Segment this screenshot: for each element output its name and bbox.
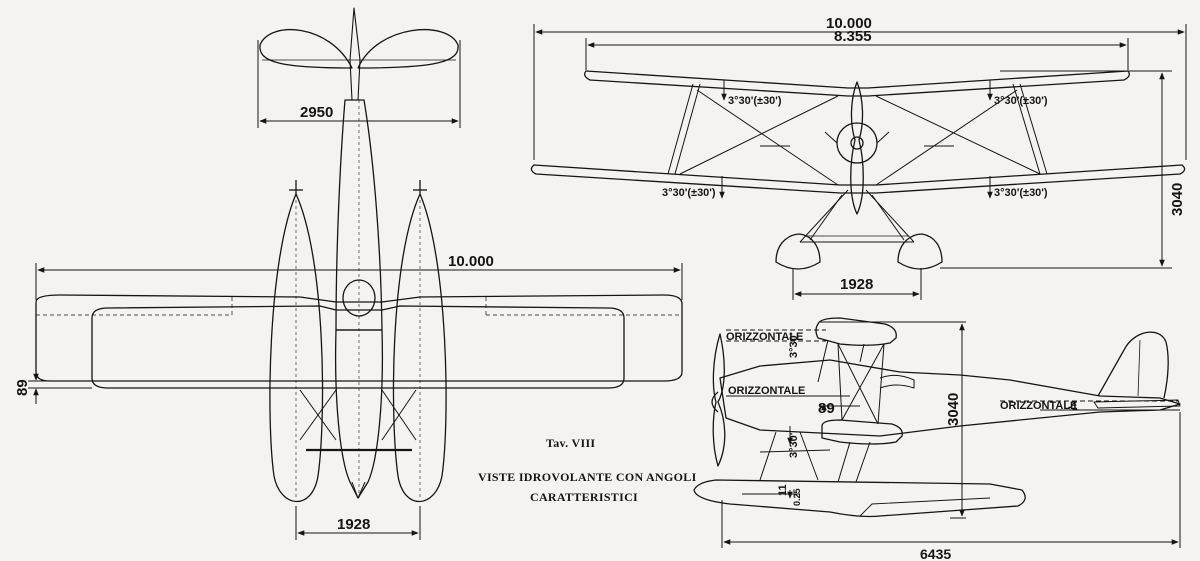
front-lower-span-label: 8.355	[834, 28, 872, 45]
side-height-label: 3040	[945, 393, 962, 426]
spinner-side	[711, 391, 719, 413]
float-struts-front	[799, 189, 915, 243]
plate-number: Tav. VIII	[546, 436, 595, 450]
top-view-labels: 2950 10.000 1928 89	[14, 104, 494, 533]
tailplane-right-lobe	[357, 28, 459, 69]
engine-cowling-front	[836, 122, 878, 164]
horizontal-ref-mid-label: ORIZZONTALE	[728, 385, 805, 397]
plate-title-line-1: VISTE IDROVOLANTE CON ANGOLI	[478, 470, 697, 484]
float-angle-b-label: 0.25	[792, 488, 802, 506]
upper-wing-side	[815, 317, 897, 346]
plate-title-line-2: CARATTERISTICI	[530, 490, 638, 504]
side-view-dimensions	[721, 321, 1181, 548]
side-view-labels: ORIZZONTALE ORIZZONTALE ORIZZONTALE -1 3…	[726, 331, 1078, 561]
float-angle-a-label: 11	[777, 484, 789, 496]
upper-incidence-label: 3°30'	[788, 332, 800, 358]
front-view-dimensions	[533, 24, 1187, 300]
top-wing-span-label: 10.000	[448, 253, 494, 270]
wing-chord-offset-label: 89	[14, 379, 31, 396]
float-side	[693, 479, 1026, 518]
float-struts-top	[299, 389, 417, 452]
dihedral-lower-right-label: 3°30'(±30')	[994, 187, 1048, 199]
front-overall-span-label: 10.000	[826, 15, 872, 32]
side-length-label: 6435	[920, 546, 951, 561]
top-view-dimensions	[28, 40, 683, 540]
horizontal-ref-upper-label: ORIZZONTALE	[726, 331, 803, 343]
lower-incidence-label: 3°30'	[788, 432, 800, 458]
dihedral-upper-left-label: 3°30'(±30')	[728, 95, 782, 107]
lower-wing-side	[821, 419, 903, 445]
cockpit-opening	[342, 279, 376, 317]
stagger-label: 89	[818, 400, 835, 417]
tailplane-side	[1093, 399, 1181, 409]
plate-caption: Tav. VIII VISTE IDROVOLANTE CON ANGOLI C…	[478, 436, 697, 504]
right-float-front	[897, 233, 943, 270]
propeller-front	[850, 81, 864, 215]
front-height-label: 3040	[1169, 183, 1186, 216]
left-float-top	[269, 193, 324, 503]
wing-struts-side	[817, 339, 885, 425]
left-float-front	[775, 233, 821, 270]
lower-wing-top	[91, 305, 625, 389]
rudder-top	[349, 7, 361, 101]
propeller-side	[712, 333, 726, 467]
right-float-top	[392, 193, 447, 503]
tail-incidence-label: -1	[1068, 401, 1078, 413]
front-view-labels: 10.000 8.355 3040 1928 3°30'(±30') 3°30'…	[662, 15, 1186, 293]
horizontal-ref-tail-label: ORIZZONTALE	[1000, 400, 1077, 412]
interplane-struts-front	[667, 83, 1048, 186]
fin-rudder-side	[1097, 331, 1169, 399]
upper-wing-top	[35, 294, 683, 382]
float-struts-side	[759, 431, 871, 483]
lower-wing-front	[530, 164, 1186, 194]
front-float-track-label: 1928	[840, 276, 873, 293]
top-view	[35, 7, 683, 503]
top-float-track-label: 1928	[337, 516, 370, 533]
tailplane-span-label: 2950	[300, 104, 333, 121]
tailplane-left-lobe	[259, 29, 353, 69]
front-view	[530, 70, 1186, 270]
dihedral-lower-left-label: 3°30'(±30')	[662, 187, 716, 199]
side-view	[693, 317, 1181, 518]
dihedral-upper-right-label: 3°30'(±30')	[994, 95, 1048, 107]
